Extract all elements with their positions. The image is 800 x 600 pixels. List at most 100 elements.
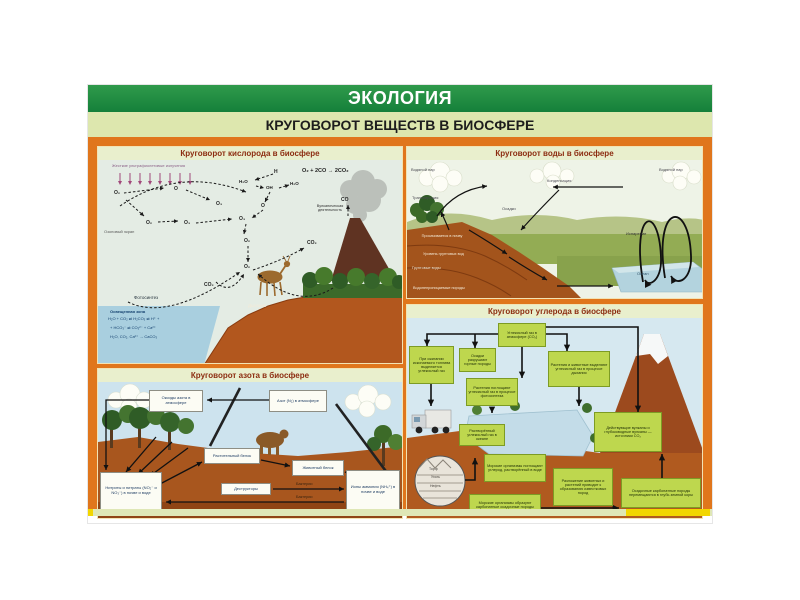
water-vapor-left-label: Водяной пар [411,167,435,172]
water-scene: Водяной пар Конденсация Водяной пар Тран… [407,160,702,298]
molecule-h: H [274,169,278,175]
oxygen-scene-drawing [98,170,402,363]
molecule-h2o: H₂O [290,181,299,186]
panel-carbon-cycle: Круговорот углерода в биосфере [406,304,703,519]
ozone-screen-label: Озоновый экран [104,229,135,234]
infiltration-label: Просачивается в почву [421,234,463,238]
bottom-strip [88,509,712,516]
poster-title-bar: ЭКОЛОГИЯ [88,85,712,112]
nitrogen-scene: Оксиды азота в атмосфере Азот (N₂) в атм… [98,382,402,518]
poster-board: Круговорот кислорода в биосфере [88,137,712,519]
ocean-label: Океан [637,271,649,276]
carbon-box-respiration: Растения и животные выделяют углекислый … [548,351,610,387]
circulation-loops [639,216,692,289]
bear-shape [256,429,289,455]
ammonium-box: Ионы аммония (NH₄⁺) в почве и воде [346,470,400,510]
condensation-label: Конденсация [547,178,572,183]
deer-shape [257,255,291,297]
evaporation-label: Испарение [626,231,647,236]
volcano-shape [331,218,396,281]
lit-zone-label: Освещенная зона [110,309,146,314]
molecule-o2: O₂ [244,264,251,270]
ground-shape [205,290,402,363]
molecule-co2: CO₂ [204,282,214,288]
molecule-o: O [174,186,178,192]
molecule-co: CO [341,197,349,203]
bottom-strip-yellow-segment [626,509,710,516]
oil-label: Нефть [430,484,441,488]
carbon-box-subduction: Осадочные карбонатные породы перемещаютс… [621,478,701,508]
panel-water-cycle: Круговорот воды в биосфере [406,146,703,299]
carbon-box-photosynthesis: Растения поглощают углекислый газ в проц… [466,378,518,406]
water-vapor-right-label: Водяной пар [659,167,683,172]
plant-protein-box: Растительный белок [204,448,260,464]
panel-nitrogen-cycle: Круговорот азота в биосфере [97,368,403,519]
soil-shape [98,437,402,518]
volcanic-activity-label: Вулканическая деятельность [316,204,344,213]
carbon-box-fossil-fuel: При сжигании ископаемого топлива выделяе… [409,346,454,384]
nitrates-box: Нитриты и нитраты (NO₂⁻ и NO₃⁻) в почве … [100,472,162,510]
molecule-co2: CO₂ [307,240,317,246]
animal-protein-box: Животный белок [292,460,344,476]
oxygen-panel-title: Круговорот кислорода в биосфере [98,147,402,160]
snow-cap [636,334,668,364]
sea-shape [98,306,220,363]
peat-label: Торф [429,467,438,471]
forest-shape [302,267,402,298]
flow-arrows [436,184,623,289]
molecule-links [119,173,350,309]
decomposers-box: Деструкторы [221,483,271,495]
carbon-box-marine-uptake: Морские организмы поглощают углерод, рас… [484,454,546,482]
carbon-box-atmosphere: Углекислый газ в атмосфере (CO₂) [498,323,546,347]
nitrogen-panel-title: Круговорот азота в биосфере [98,369,402,382]
carbonate-equation-3: H₂O, CO₂, Ca²⁺ → CaCO₃ [110,334,158,339]
carbon-panel-title: Круговорот углерода в биосфере [407,305,702,318]
molecule-o: O [261,203,265,209]
precipitation-label: Осадки [502,206,516,211]
carbon-box-decomposition: Разложение животных и растений приводит … [553,468,613,506]
coal-label: Уголь [431,475,441,479]
truck-shape [411,409,452,434]
molecule-h2o: H₂O [239,179,248,184]
molecule-o2: O₂ [244,238,251,244]
oxygen-scene: Жесткие ультрафиолетовые излучения Озоно… [98,160,402,363]
carbon-box-volcanoes: Действующие вулканы и глубоководные вулк… [594,412,662,452]
molecule-o2: O₂ [146,220,153,226]
water-panel-title: Круговорот воды в биосфере [407,147,702,160]
trees [410,195,444,223]
carbonate-equation-2: + HCO₃⁻ ⇌ CO₃²⁻ + Ca²⁺ [110,325,156,330]
photosynthesis-label: Фотосинтез [134,295,159,300]
clouds [418,161,702,193]
carbon-scene: Углекислый газ в атмосфере (CO₂) При сжи… [407,318,702,518]
uv-label: Жесткие ультрафиолетовые излучения [112,163,186,168]
carbon-connectors [423,326,666,512]
molecule-o3: O₃ [216,201,223,207]
fixation-strokes [208,387,390,475]
strata-inset [414,455,466,507]
bacteria-label-2: Бактерии [296,495,313,499]
molecule-o2: O₂ [114,190,121,196]
poster-title: ЭКОЛОГИЯ [347,88,453,108]
cycle-arrows [103,397,361,505]
groundwater-label: Грунтовые воды [412,266,441,270]
right-trees [367,425,402,466]
impermeable-rocks-label: Водонепроницаемые породы [413,286,465,290]
molecule-oh: OH [266,185,273,190]
volcano-smoke [340,170,387,222]
carbonate-equation-1: H₂O + CO₂ ⇌ H₂CO₃ ⇌ H⁺ + [108,316,160,321]
bottom-strip-yellow-chip [88,509,93,516]
ecology-poster: ЭКОЛОГИЯ КРУГОВОРОТ ВЕЩЕСТВ В БИОСФЕРЕ К… [88,85,712,523]
respiration-label: Дыхание [248,303,267,308]
transpiration-label: Транспирация [412,195,439,200]
groundwater-level-label: Уровень грунтовых вод [423,252,464,256]
nitrogen-oxides-box: Оксиды азота в атмосфере [149,390,203,412]
carbon-box-weathering: Осадки разрушают горные породы [459,348,496,372]
co-oxidation-reaction: O₂ + 2CO → 2CO₂ [302,168,349,174]
bacteria-label-1: Бактерии [296,482,313,486]
poster-subtitle: КРУГОВОРОТ ВЕЩЕСТВ В БИОСФЕРЕ [265,116,535,133]
uv-rays [118,173,192,185]
panel-oxygen-cycle: Круговорот кислорода в биосфере [97,146,403,364]
atmospheric-nitrogen-box: Азот (N₂) в атмосфере [269,390,327,412]
poster-subtitle-bar: КРУГОВОРОТ ВЕЩЕСТВ В БИОСФЕРЕ [88,112,712,137]
water-scene-drawing [407,161,702,298]
